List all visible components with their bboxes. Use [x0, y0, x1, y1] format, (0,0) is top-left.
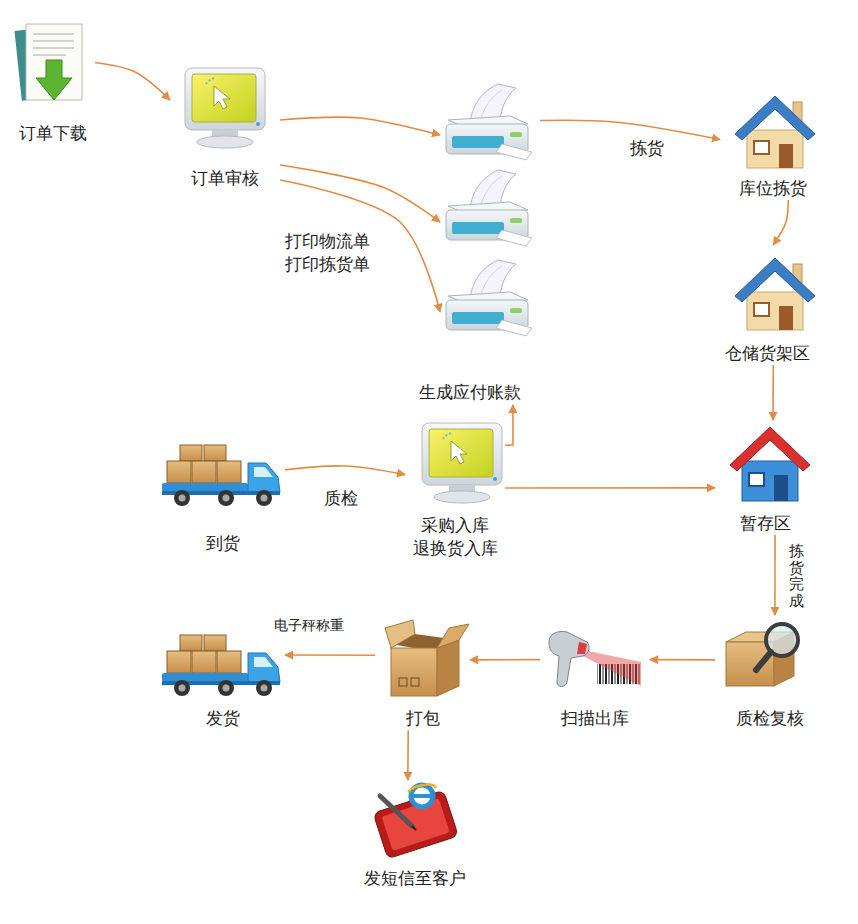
step-label: 打包 [406, 707, 440, 730]
flow-arrow [407, 730, 409, 780]
flow-step: 采购入库 退换货入库 [405, 420, 505, 560]
flow-step: 打印物流单 打印拣货单 [285, 80, 540, 350]
step-label: 订单下载 [19, 122, 87, 145]
flow-step: 到货 [160, 440, 285, 555]
flow-arrow [470, 659, 540, 661]
flow-step: 打包 [375, 615, 470, 730]
step-label: 发短信至客户 [364, 867, 466, 890]
step-label: 暂存区 [740, 512, 791, 535]
flow-step: 订单审核 [170, 65, 280, 190]
flow-step: 质检复核 [715, 615, 825, 730]
flow-step: 发短信至客户 [355, 780, 475, 890]
flow-step: 库位拣货 [720, 90, 825, 200]
flow-arrow [505, 405, 513, 445]
flow-arrow [773, 200, 788, 245]
flow-arrow [505, 487, 715, 489]
flow-arrow [540, 120, 720, 139]
step-label: 订单审核 [191, 167, 259, 190]
edge-label: 电子秤称重 [272, 616, 346, 634]
flow-step: 发货 [160, 625, 285, 730]
step-label: 生成应付账款 [419, 381, 521, 404]
flow-step: 订单下载 [10, 20, 95, 145]
flow-arrow [95, 63, 170, 101]
step-label: 到货 [206, 532, 240, 555]
step-label: 发货 [206, 707, 240, 730]
flow-arrow [774, 535, 776, 615]
edge-label: 质检 [322, 488, 360, 510]
flow-arrow [280, 180, 440, 312]
flow-arrow [280, 165, 440, 222]
flow-arrow [280, 117, 440, 135]
edge-label: 拣货 [628, 138, 666, 160]
flow-step: 暂存区 [715, 420, 815, 535]
step-label: 采购入库 退换货入库 [405, 514, 505, 560]
flow-step: 生成应付账款 [415, 379, 525, 405]
step-label: 打印物流单 打印拣货单 [285, 230, 377, 276]
step-label: 库位拣货 [739, 177, 807, 200]
flow-step: 仓储货架区 [710, 245, 825, 365]
flow-arrow [772, 365, 774, 420]
edge-label: 拣货完成 [789, 542, 804, 610]
step-label: 质检复核 [736, 707, 804, 730]
flow-arrow [285, 654, 375, 656]
flow-step: 扫描出库 [540, 620, 650, 730]
step-label: 扫描出库 [561, 707, 629, 730]
flow-arrow [650, 659, 715, 661]
flow-arrow [285, 466, 405, 475]
step-label: 仓储货架区 [725, 342, 810, 365]
